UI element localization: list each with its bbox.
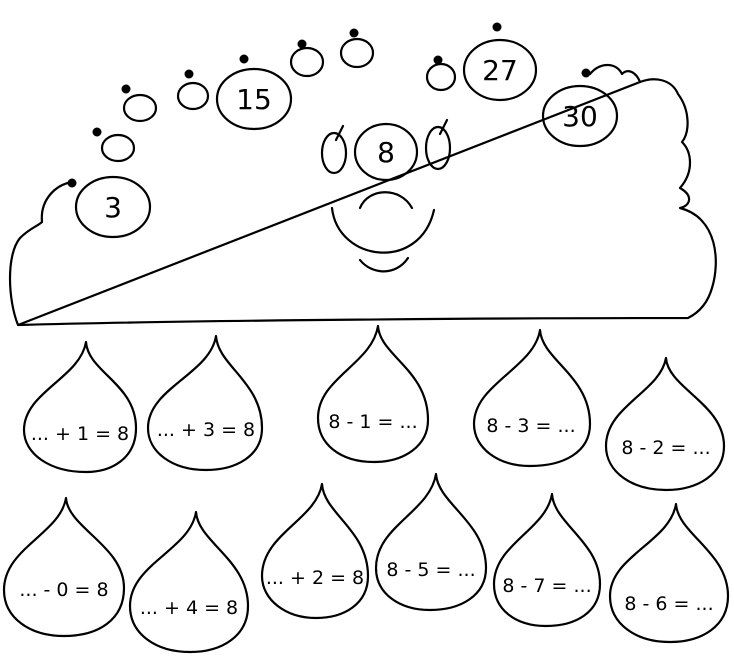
equation-label: 8 - 2 = ... (621, 437, 710, 459)
number-label: 30 (562, 100, 598, 133)
number-label: 27 (482, 54, 518, 87)
trail-bubble (122, 93, 158, 123)
number-bubble-3 (74, 175, 152, 239)
equation-label: ... + 2 = 8 (266, 567, 364, 589)
raindrop (128, 510, 250, 654)
trail-bubble (425, 62, 457, 92)
equation-label: 8 - 6 = ... (624, 593, 713, 615)
raindrop (260, 482, 370, 620)
raindrop (492, 492, 602, 628)
trail-bubble (289, 46, 325, 78)
trail-bubble (339, 37, 375, 69)
raindrop (608, 502, 730, 644)
right-eye (424, 125, 452, 171)
trail-bubble (100, 133, 136, 163)
raindrop (316, 324, 430, 464)
dots (67, 22, 591, 188)
equation-label: ... + 3 = 8 (157, 419, 255, 441)
left-eye-line (334, 124, 345, 142)
number-label: 3 (104, 191, 122, 224)
number-bubble-30 (541, 84, 619, 148)
number-bubble-27 (462, 38, 538, 102)
cloud-outline (8, 78, 717, 327)
number-bubble-8 (353, 122, 419, 182)
raindrop (146, 334, 264, 472)
equation-label: ... - 0 = 8 (19, 579, 108, 601)
raindrop (374, 472, 488, 612)
right-eye-line (438, 118, 449, 136)
face-tongue (358, 256, 410, 273)
raindrop (2, 496, 126, 638)
trail-bubble (176, 81, 210, 111)
equation-label: 8 - 3 = ... (486, 415, 575, 437)
equation-label: 8 - 7 = ... (502, 575, 591, 597)
number-bubble-15 (215, 67, 293, 131)
raindrop (604, 356, 726, 492)
face-mouth (330, 206, 436, 254)
cloud-bump (588, 63, 642, 84)
face-nose (358, 191, 414, 210)
equation-label: ... + 4 = 8 (140, 597, 238, 619)
equation-label: 8 - 1 = ... (328, 411, 417, 433)
number-label: 8 (377, 136, 395, 169)
equation-label: 8 - 5 = ... (386, 559, 475, 581)
raindrop (472, 328, 592, 468)
left-eye (320, 131, 348, 175)
equation-label: ... + 1 = 8 (31, 423, 129, 445)
number-label: 15 (236, 83, 272, 116)
raindrop (22, 340, 138, 474)
